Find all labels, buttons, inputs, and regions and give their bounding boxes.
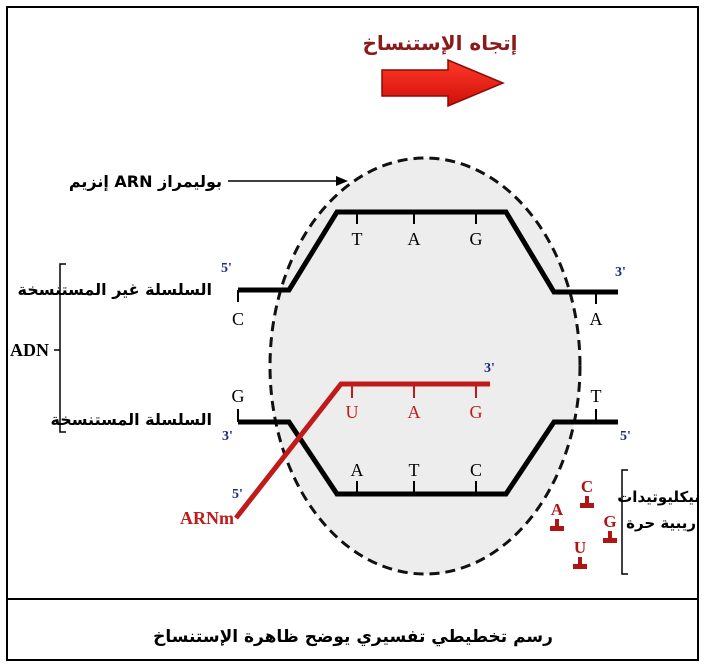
rna-polymerase-bubble xyxy=(268,156,582,576)
free-nucleotide-g: G xyxy=(603,512,617,543)
arnm-label: ARNm xyxy=(180,508,234,528)
figure-caption: رسم تخطيطي تفسيري يوضح ظاهرة الإستنساخ xyxy=(153,627,553,647)
non-template-strand-label: السلسلة غير المستنسخة xyxy=(18,280,212,299)
transcription-direction-arrow-icon xyxy=(381,58,505,108)
arnm-3prime: 3' xyxy=(484,361,495,376)
non-template-5prime: 5' xyxy=(221,261,232,276)
template-strand-label: السلسلة المستنسخة xyxy=(51,410,212,429)
template-3prime: 3' xyxy=(222,429,233,444)
nucleotides-label-line1: نيكليوتيدات xyxy=(617,488,700,506)
arnm-strand xyxy=(234,381,490,520)
non-template-strand xyxy=(238,209,618,295)
template-base-left: G xyxy=(232,386,245,406)
free-nucleotide-g-letter: G xyxy=(603,512,616,531)
template-strand xyxy=(238,419,618,497)
template-base-right: T xyxy=(591,386,602,406)
enzyme-pointer-arrow-icon xyxy=(228,176,348,186)
arnm-base-1: U xyxy=(346,402,359,422)
arnm-5prime: 5' xyxy=(232,487,243,502)
arnm-base-3: G xyxy=(470,402,483,422)
caption-divider xyxy=(6,598,699,600)
nucleotides-bracket xyxy=(621,469,628,575)
template-ticks xyxy=(237,409,597,494)
template-5prime: 5' xyxy=(620,429,631,444)
free-nucleotide-a-letter: A xyxy=(551,500,564,519)
non-template-ticks xyxy=(237,212,597,304)
enzyme-label: إنزيم ARN بوليمراز xyxy=(69,172,222,191)
non-template-inside-base-3: G xyxy=(470,229,483,249)
free-nucleotide-u-letter: U xyxy=(574,538,586,557)
template-inside-base-1: A xyxy=(351,460,364,480)
nucleotides-label-line2: ريبية حرة xyxy=(626,514,696,532)
non-template-base-left: C xyxy=(232,309,244,329)
free-nucleotide-u: U xyxy=(573,538,587,569)
non-template-inside-base-1: T xyxy=(352,229,363,249)
free-nucleotide-c-letter: C xyxy=(581,477,593,496)
arnm-base-2: A xyxy=(408,402,421,422)
non-template-3prime: 3' xyxy=(615,265,626,280)
adn-label: ADN xyxy=(10,340,49,360)
adn-bracket xyxy=(54,263,66,433)
template-inside-base-3: C xyxy=(470,460,482,480)
arnm-ticks xyxy=(351,384,477,398)
free-nucleotide-a: A xyxy=(550,500,564,531)
template-inside-base-2: T xyxy=(409,460,420,480)
non-template-base-right: A xyxy=(590,309,603,329)
diagram-title: إتجاه الإستنساخ xyxy=(362,31,517,55)
non-template-inside-base-2: A xyxy=(408,229,421,249)
free-nucleotide-c: C xyxy=(580,477,594,508)
